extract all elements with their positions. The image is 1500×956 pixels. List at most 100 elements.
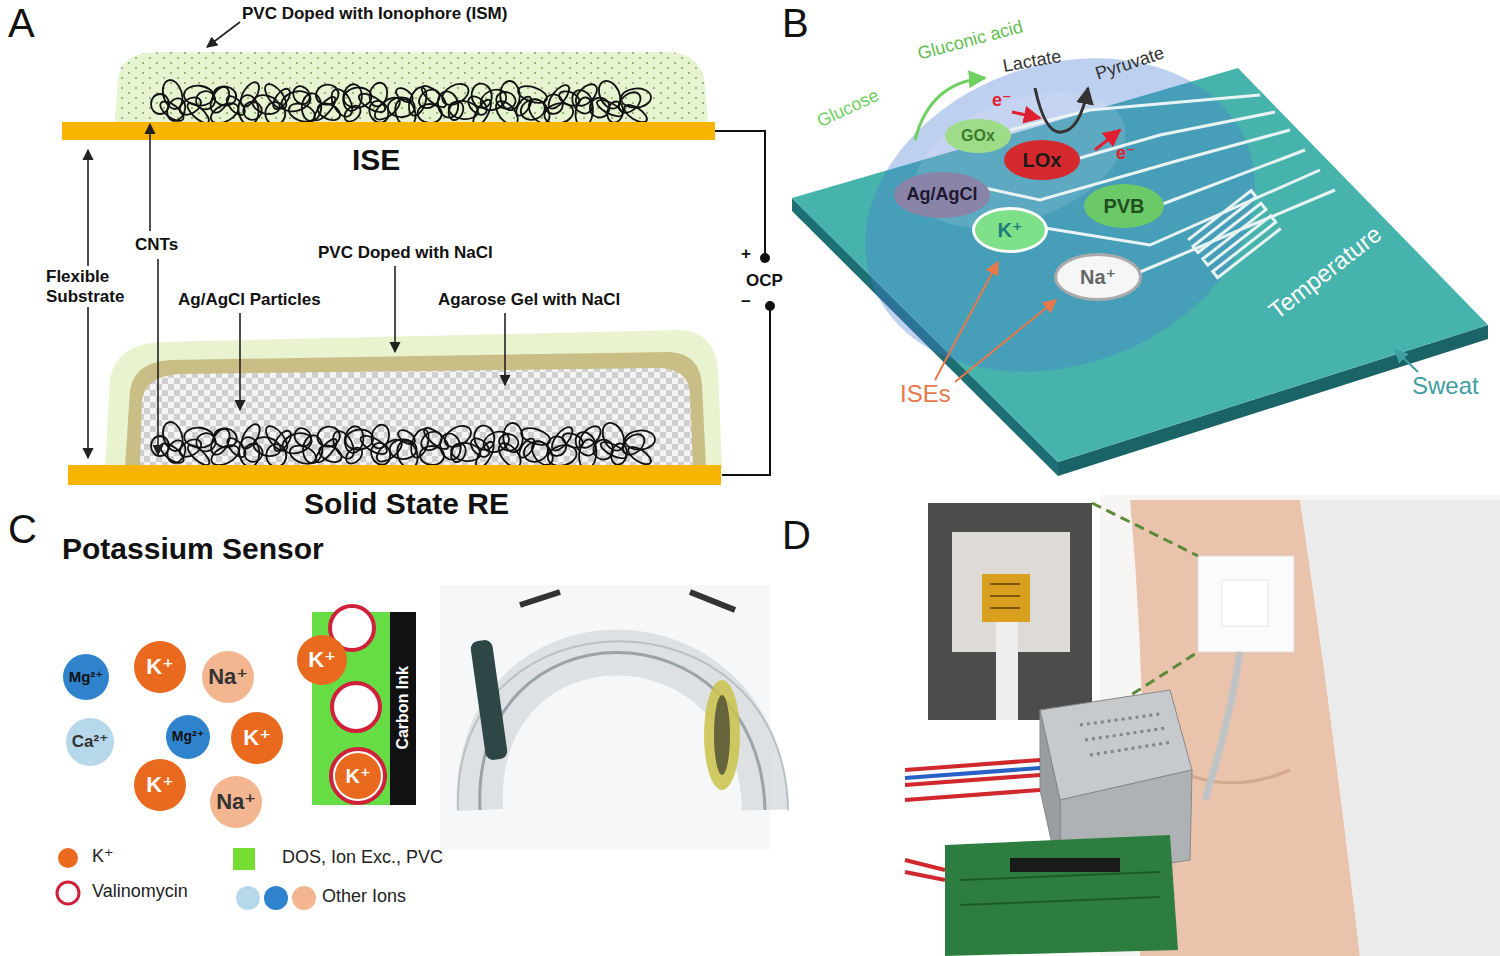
- leader-arrows: [149, 124, 151, 231]
- legend-text: Valinomycin: [92, 881, 188, 902]
- wearable-headband-photo: [480, 653, 765, 811]
- carbon-nanotube: [327, 86, 356, 120]
- callout-arrows: [935, 262, 998, 380]
- node-text: K⁺: [243, 726, 271, 750]
- node-text: Mg²⁺: [69, 669, 104, 686]
- legend-text: K⁺: [92, 846, 114, 867]
- electrode-traces: [1045, 170, 1320, 245]
- electrode-traces: [1160, 150, 1305, 205]
- carbon-nanotube: [160, 78, 186, 112]
- on-body-photo: [905, 760, 1040, 800]
- part-label: Ag/AgCl Particles: [178, 290, 321, 310]
- wearable-headband-photo: [458, 641, 788, 810]
- analyte-label: Glucose: [814, 85, 883, 132]
- on-body-photo: [1010, 858, 1120, 872]
- ocp-wiring: [715, 131, 774, 475]
- leader-arrows: [504, 313, 506, 385]
- ion-circle: Mg²⁺: [63, 654, 110, 701]
- node-text: GOx: [961, 127, 995, 145]
- electrode-traces: [1080, 112, 1275, 158]
- wearable-headband-photo: [440, 585, 788, 850]
- valinomycin-rings: [332, 683, 380, 731]
- on-body-photo: [1222, 580, 1268, 626]
- other-ions-sample: [292, 886, 316, 910]
- wearable-headband-photo: [714, 695, 730, 775]
- callout-arrows: [935, 262, 1418, 382]
- carbon-nanotube: [367, 81, 389, 108]
- enzyme-electrode: GOx: [945, 119, 1011, 153]
- carbon-nanotube: [212, 85, 238, 108]
- on-body-photo: [1198, 556, 1294, 652]
- on-body-photo: [996, 622, 1018, 720]
- carbon-nanotube: [439, 80, 472, 109]
- carbon-nanotube: [212, 427, 238, 450]
- carbon-nanotube: [546, 442, 579, 468]
- callout-arrows: [955, 300, 1056, 382]
- wearable-headband-photo: [520, 592, 735, 610]
- sensor-chip: [792, 6, 1488, 476]
- carbon-nanotube: [622, 102, 650, 126]
- part-label: Flexible Substrate: [44, 266, 142, 307]
- carbon-nanotube: [185, 442, 212, 468]
- panel-letter: A: [8, 0, 35, 46]
- panel-heading: Potassium Sensor: [62, 532, 324, 567]
- panel-letter: B: [782, 0, 809, 46]
- reference-electrode-layers: [105, 330, 722, 468]
- panel-letter: C: [8, 506, 37, 552]
- carbon-nanotube: [329, 428, 358, 462]
- signal-name: OCP: [746, 271, 783, 291]
- terminal-sign: +: [741, 244, 751, 264]
- on-body-photo: [1205, 652, 1240, 800]
- on-body-photo: [905, 495, 1500, 956]
- node-text: K⁺: [146, 655, 174, 679]
- carbon-nanotube: [619, 430, 648, 459]
- leader-arrows: [88, 22, 505, 458]
- electron-label: e⁻: [992, 90, 1012, 111]
- carbon-nanotube: [369, 423, 391, 450]
- on-body-photo: [905, 860, 945, 880]
- carbon-nanotube: [207, 84, 233, 116]
- reaction-arrows: [1012, 112, 1040, 118]
- flexible-substrate-bar: [68, 465, 721, 485]
- carbon-nanotube: [343, 445, 365, 467]
- terminal-sign: −: [741, 292, 751, 312]
- ion-selective-electrode: Na⁺: [1054, 253, 1142, 301]
- carbon-nanotubes: [151, 77, 652, 129]
- callout-label: Sweat: [1412, 372, 1479, 400]
- part-label: PVC Doped with Ionophore (ISM): [242, 4, 507, 24]
- carbon-nanotube: [576, 422, 605, 451]
- node-text: Carbon Ink: [394, 666, 412, 750]
- carbon-nanotube: [207, 426, 233, 458]
- leader-arrows: [239, 313, 241, 410]
- bound-ion: K⁺: [335, 753, 381, 799]
- legend-text: Other Ions: [322, 886, 406, 907]
- on-body-photo: [960, 872, 1160, 905]
- carbon-nanotube: [160, 420, 186, 454]
- flexible-substrate-bar: [62, 122, 715, 140]
- temperature-sensor: [1188, 191, 1281, 278]
- carbon-nanotube: [478, 86, 510, 114]
- node-text: K⁺: [146, 773, 174, 797]
- carbon-nanotube: [343, 86, 373, 109]
- legend-swatch: [58, 848, 78, 868]
- carbon-nanotube: [368, 440, 394, 468]
- carbon-nanotube: [615, 88, 644, 117]
- ion-circle: K⁺: [134, 641, 186, 693]
- bound-ion: K⁺: [297, 635, 347, 685]
- ion-circle: Ca²⁺: [66, 718, 114, 766]
- callout-label: ISEs: [900, 380, 951, 408]
- enzyme-electrode: LOx: [1004, 140, 1080, 180]
- reference-electrode: Ag/AgCl: [894, 172, 990, 218]
- node-text: K⁺: [998, 219, 1023, 241]
- carbon-nanotube: [572, 80, 601, 109]
- valinomycin-rings: [331, 749, 385, 803]
- ion-circle: Mg²⁺: [166, 715, 210, 759]
- node-text: Ca²⁺: [72, 733, 108, 752]
- other-ions-sample: [264, 886, 288, 910]
- carbon-nanotube: [344, 428, 374, 451]
- ion-circle: Na⁺: [210, 776, 262, 828]
- carbon-nanotube: [626, 444, 654, 468]
- legend-swatch: [233, 848, 255, 870]
- ocp-wiring: [766, 302, 774, 310]
